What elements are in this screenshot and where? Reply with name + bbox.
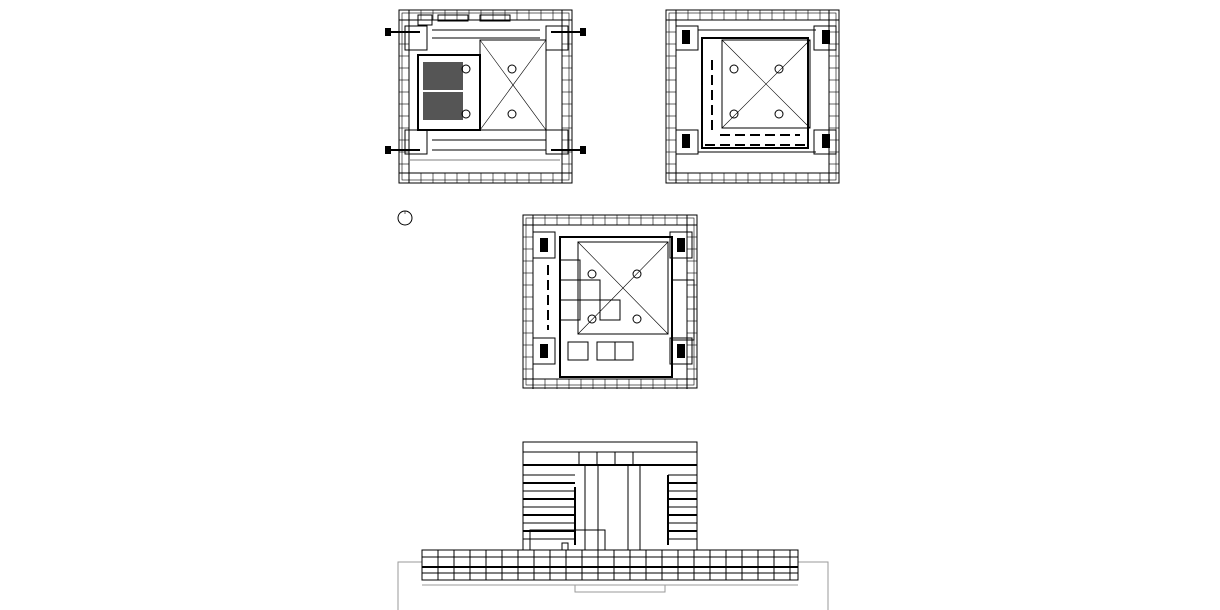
seating-block-lower [423,92,463,120]
section-elevation [397,441,829,610]
floor-plan-1 [385,9,586,184]
floors-right [667,474,697,545]
seating-block-upper [423,62,463,90]
floor-plan-3 [522,214,698,389]
base-bays [437,550,791,580]
perimeter-grid [523,215,697,389]
perimeter-grid [666,10,839,183]
floors-left [523,474,576,545]
floor-plan-2 [665,9,840,184]
